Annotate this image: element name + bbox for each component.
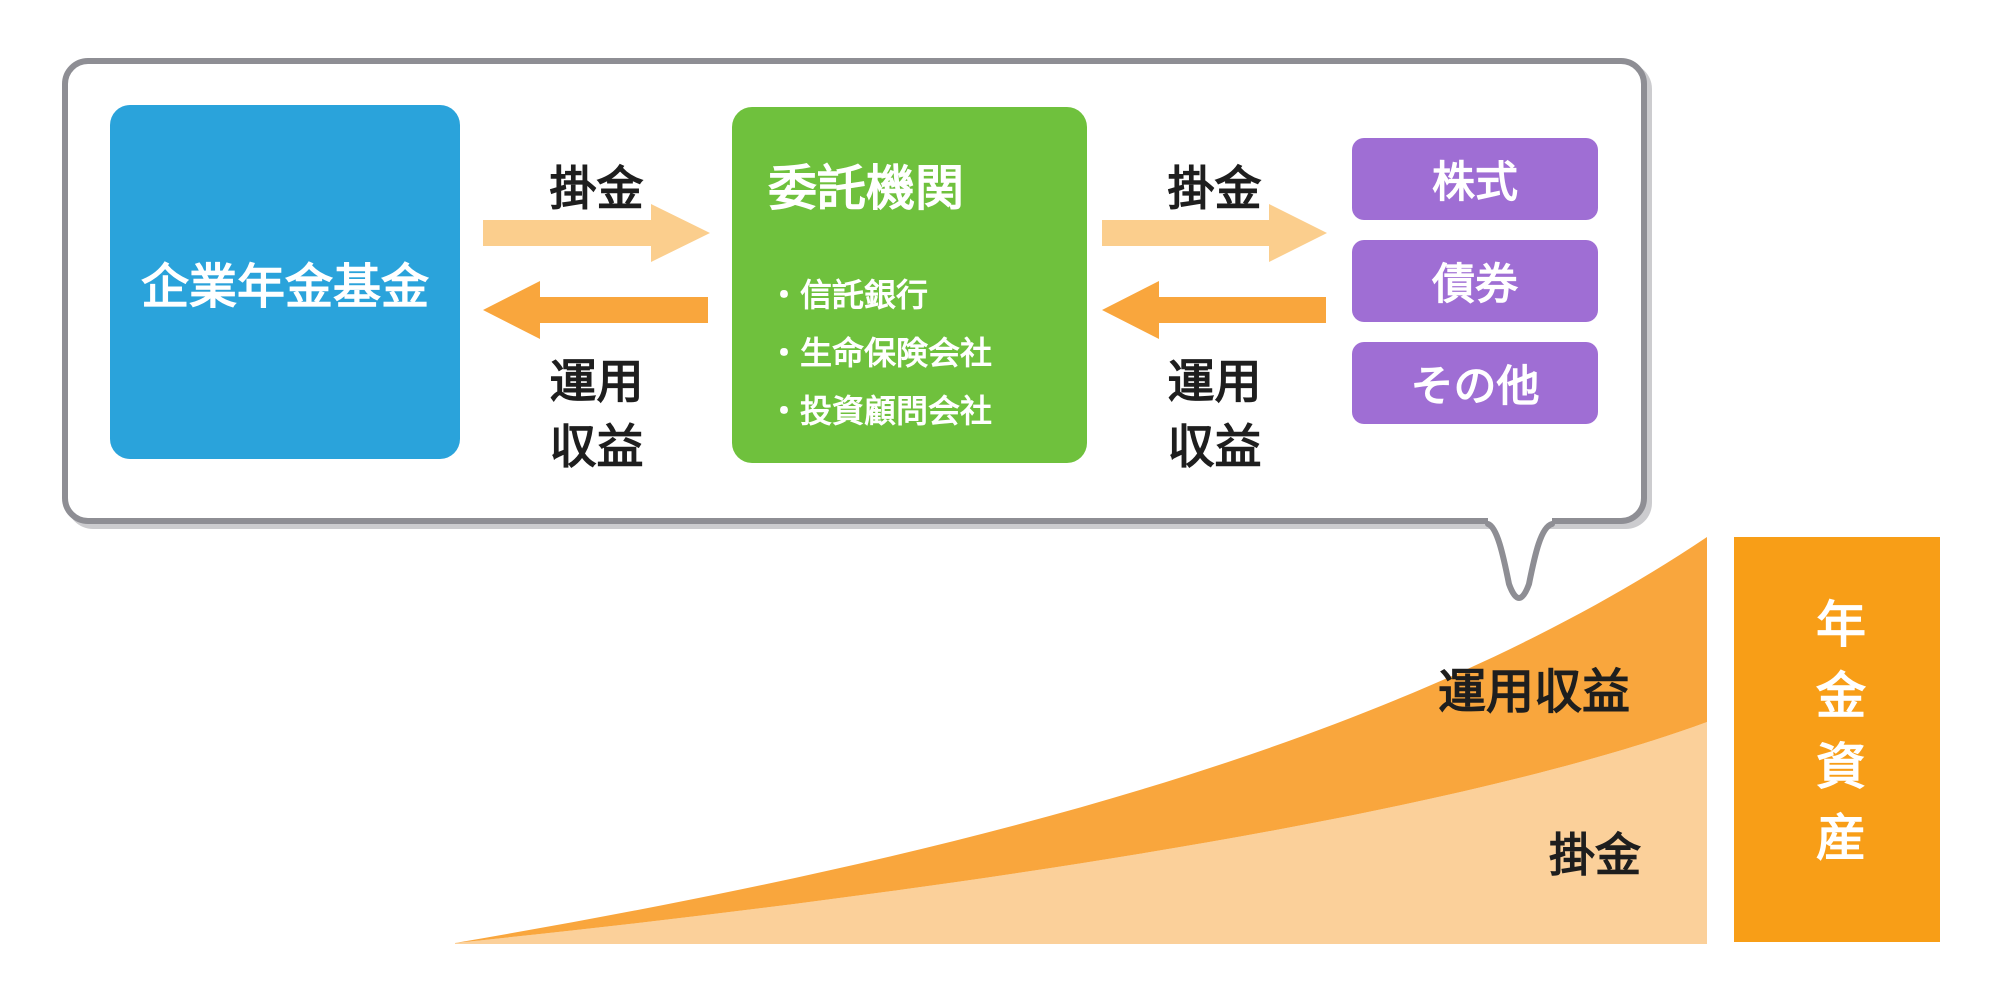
- contribution-label-right: 掛金: [1167, 162, 1262, 215]
- growth-lower-area-label: 掛金: [1549, 829, 1641, 881]
- trustee-item-trust-bank: ・信託銀行: [768, 277, 929, 313]
- asset-class-box-others: その他: [1352, 342, 1598, 424]
- investment-returns-area: [455, 537, 1707, 943]
- contribution-label-left: 掛金: [549, 162, 644, 215]
- pension-assets-bar: 年金資産: [1734, 537, 1940, 942]
- return-arrow-right-icon: [1102, 281, 1326, 339]
- growth-upper-area-label: 運用収益: [1437, 666, 1630, 719]
- pension-assets-label: 年金資産: [1809, 597, 1865, 882]
- contributions-area: [455, 722, 1707, 944]
- asset-class-box-stocks: 株式: [1352, 138, 1598, 220]
- return-label-left: 運用 収益: [549, 355, 644, 473]
- speech-bubble-tail-icon: [1485, 512, 1555, 601]
- return-label-right: 運用 収益: [1167, 355, 1262, 473]
- fund-box-label: 企業年金基金: [140, 261, 429, 314]
- trustee-item-life-insurance: ・生命保険会社: [768, 335, 993, 371]
- pension-asset-growth-area: [455, 537, 1707, 944]
- fund-box: 企業年金基金: [110, 105, 460, 459]
- asset-class-label-bonds: 債券: [1432, 261, 1518, 309]
- asset-class-label-others: その他: [1410, 363, 1540, 411]
- return-arrow-left-icon: [483, 281, 708, 339]
- asset-class-label-stocks: 株式: [1432, 159, 1518, 207]
- trustee-item-investment-advisory: ・投資顧問会社: [768, 393, 993, 429]
- trustee-box-title: 委託機関: [768, 162, 965, 216]
- contribution-arrow-right-icon: [1102, 204, 1327, 262]
- contribution-arrow-left-icon: [483, 204, 710, 262]
- asset-class-box-bonds: 債券: [1352, 240, 1598, 322]
- trustee-box: 委託機関 ・信託銀行 ・生命保険会社 ・投資顧問会社: [732, 107, 1087, 463]
